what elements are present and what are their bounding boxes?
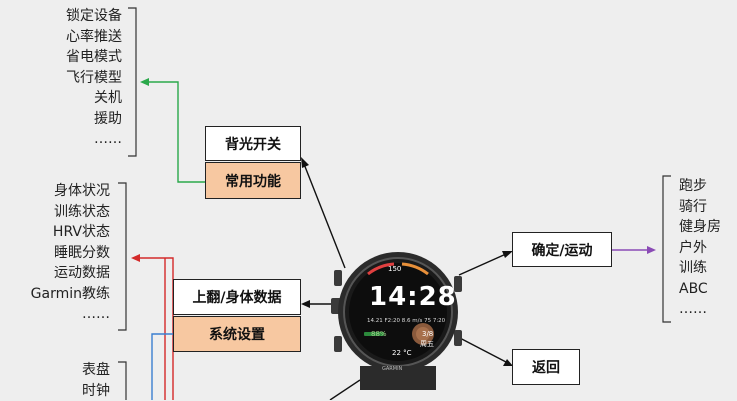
list-item: ……: [14, 304, 110, 325]
list-item: 运动数据: [14, 263, 110, 284]
list-item: 省电模式: [30, 47, 122, 68]
system-settings-box: 系统设置: [173, 316, 301, 352]
list-item: 训练状态: [14, 202, 110, 223]
left-bottom-bracket: [118, 362, 126, 400]
list-item: 心率推送: [30, 27, 122, 48]
list-item: 训练: [679, 258, 737, 279]
backlight-label: 背光开关: [225, 134, 281, 154]
list-item: 跑步: [679, 176, 737, 197]
system-settings-label: 系统设置: [209, 324, 265, 344]
list-item: HRV状态: [14, 222, 110, 243]
watch-temperature: 22 °C: [392, 349, 412, 357]
list-item: 援助: [30, 109, 122, 130]
watch-button-left-bottom: [334, 336, 342, 352]
back-label: 返回: [532, 357, 560, 377]
confirm-sport-label: 确定/运动: [531, 240, 592, 260]
common-functions-label: 常用功能: [225, 171, 281, 191]
purple-arrowhead: [647, 246, 656, 254]
left-bottom-list: 表盘 时钟: [50, 360, 110, 401]
left-mid-list: 身体状况 训练状态 HRV状态 睡眠分数 运动数据 Garmin教练 ……: [14, 181, 110, 325]
watch-button-right-bottom: [454, 330, 462, 346]
arrowhead-up-body: [301, 300, 310, 308]
list-item: ……: [30, 129, 122, 150]
watch-top-value: 150: [388, 265, 401, 273]
common-functions-box: 常用功能: [205, 162, 301, 199]
backlight-box: 背光开关: [205, 126, 301, 161]
list-item: 表盘: [50, 360, 110, 381]
green-arrowhead: [140, 78, 149, 86]
confirm-sport-box: 确定/运动: [512, 232, 612, 267]
up-body-data-box: 上翻/身体数据: [173, 279, 301, 315]
list-item: 锁定设备: [30, 6, 122, 27]
list-item: 飞行模型: [30, 68, 122, 89]
list-item: 时钟: [50, 381, 110, 401]
watch-time: 14:28: [369, 282, 457, 312]
right-list: 跑步 骑行 健身房 户外 训练 ABC ……: [679, 176, 737, 320]
back-box: 返回: [512, 349, 580, 385]
list-item: 关机: [30, 88, 122, 109]
up-body-data-label: 上翻/身体数据: [192, 287, 281, 307]
list-item: ABC: [679, 279, 737, 300]
watch-date: 3/8: [422, 330, 433, 338]
green-arrow-line: [148, 82, 205, 182]
watch-stats-line: 14.21 F2:20 8.6 m/s 75 7:20: [367, 318, 445, 324]
list-item: 身体状况: [14, 181, 110, 202]
list-item: 睡眠分数: [14, 243, 110, 264]
left-mid-bracket: [118, 183, 126, 330]
list-item: ……: [679, 299, 737, 320]
red-arrowhead: [131, 254, 140, 262]
watch-brand: GARMIN: [382, 366, 402, 372]
list-item: Garmin教练: [14, 284, 110, 305]
list-item: 户外: [679, 238, 737, 259]
left-top-list: 锁定设备 心率推送 省电模式 飞行模型 关机 援助 ……: [30, 6, 122, 150]
list-item: 骑行: [679, 197, 737, 218]
red-arrow-line: [139, 258, 173, 400]
arrowhead-common: [301, 157, 309, 168]
blue-line: [152, 334, 173, 400]
list-item: 健身房: [679, 217, 737, 238]
right-bracket: [663, 176, 671, 322]
watch-battery: 88%: [371, 330, 387, 338]
left-top-bracket: [128, 8, 136, 156]
watch-button-left-top: [334, 270, 342, 286]
watch-weekday: 周五: [420, 339, 434, 349]
